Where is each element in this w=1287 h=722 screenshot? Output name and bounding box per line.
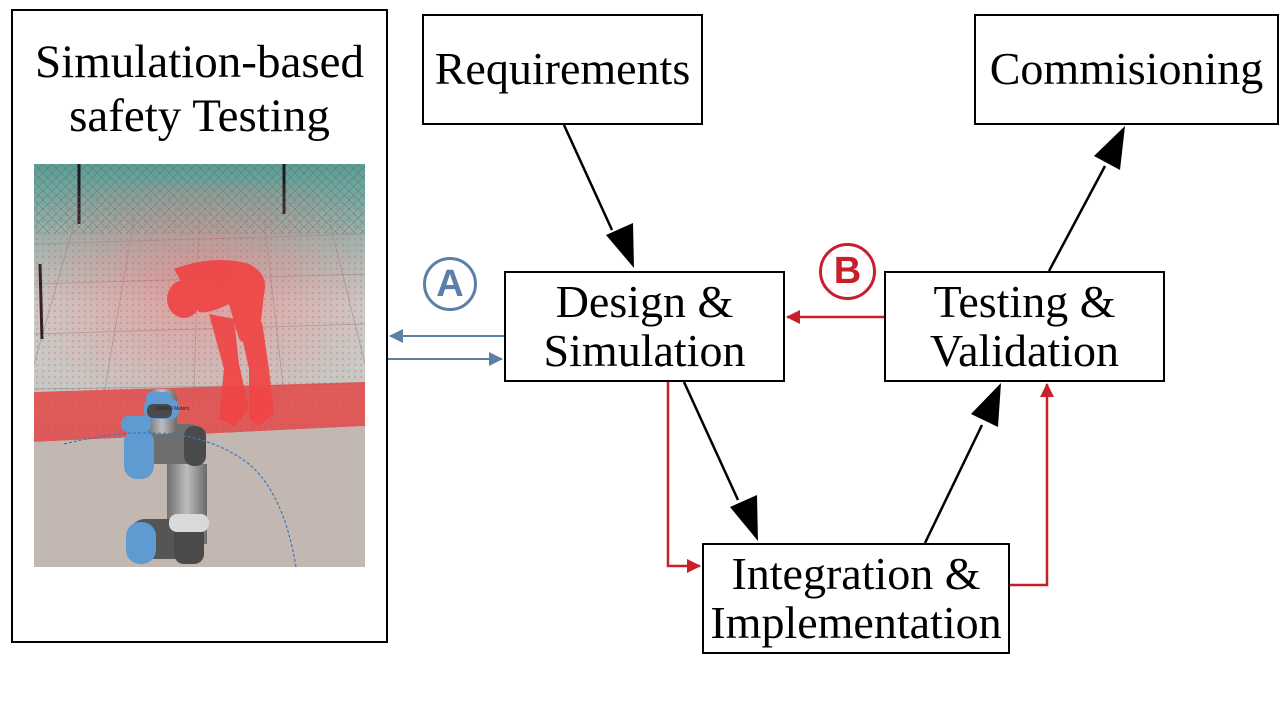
integration-implementation-label: Integration & Implementation [710, 548, 1002, 648]
arrow-design-to-integration [682, 381, 740, 501]
arrow-testing-to-commissioning [1047, 165, 1107, 272]
arrow-requirements-to-design [562, 124, 614, 231]
loop-a-letter: A [436, 262, 464, 305]
simulation-testing-panel: Simulation-based safety Testing [11, 9, 388, 643]
arrowhead-design-to-integration [730, 495, 758, 541]
design-simulation-label: Design & Simulation [543, 276, 746, 376]
arrow-integration-to-testing [923, 424, 984, 544]
simulation-image: 000000 Meters [34, 164, 365, 567]
design-simulation-box: Design & Simulation [504, 271, 785, 382]
arrow-b-integration-to-testing [1010, 383, 1054, 587]
integration-implementation-box: Integration & Implementation [702, 543, 1010, 654]
arrowhead-testing-to-commissioning [1094, 126, 1125, 170]
arrowhead-requirements-to-design [606, 223, 634, 268]
arrow-b-design-to-integration [666, 382, 701, 573]
loop-b-badge: B [819, 243, 876, 300]
loop-b-letter: B [833, 250, 862, 292]
sim-distance-label: 000000 Meters [156, 406, 190, 412]
commissioning-box: Commisioning [974, 14, 1279, 125]
sim-human-figure [167, 260, 274, 426]
sim-safety-zone [34, 382, 365, 442]
commissioning-label: Commisioning [989, 43, 1264, 95]
panel-title: Simulation-based safety Testing [35, 36, 364, 142]
testing-validation-box: Testing & Validation [884, 271, 1165, 382]
requirements-label: Requirements [434, 43, 691, 95]
testing-validation-label: Testing & Validation [929, 276, 1120, 376]
requirements-box: Requirements [422, 14, 703, 125]
loop-a-badge: A [423, 257, 477, 311]
sim-robot-arm [121, 389, 209, 564]
sim-trajectory [63, 432, 297, 567]
arrowhead-integration-to-testing [971, 383, 1001, 427]
